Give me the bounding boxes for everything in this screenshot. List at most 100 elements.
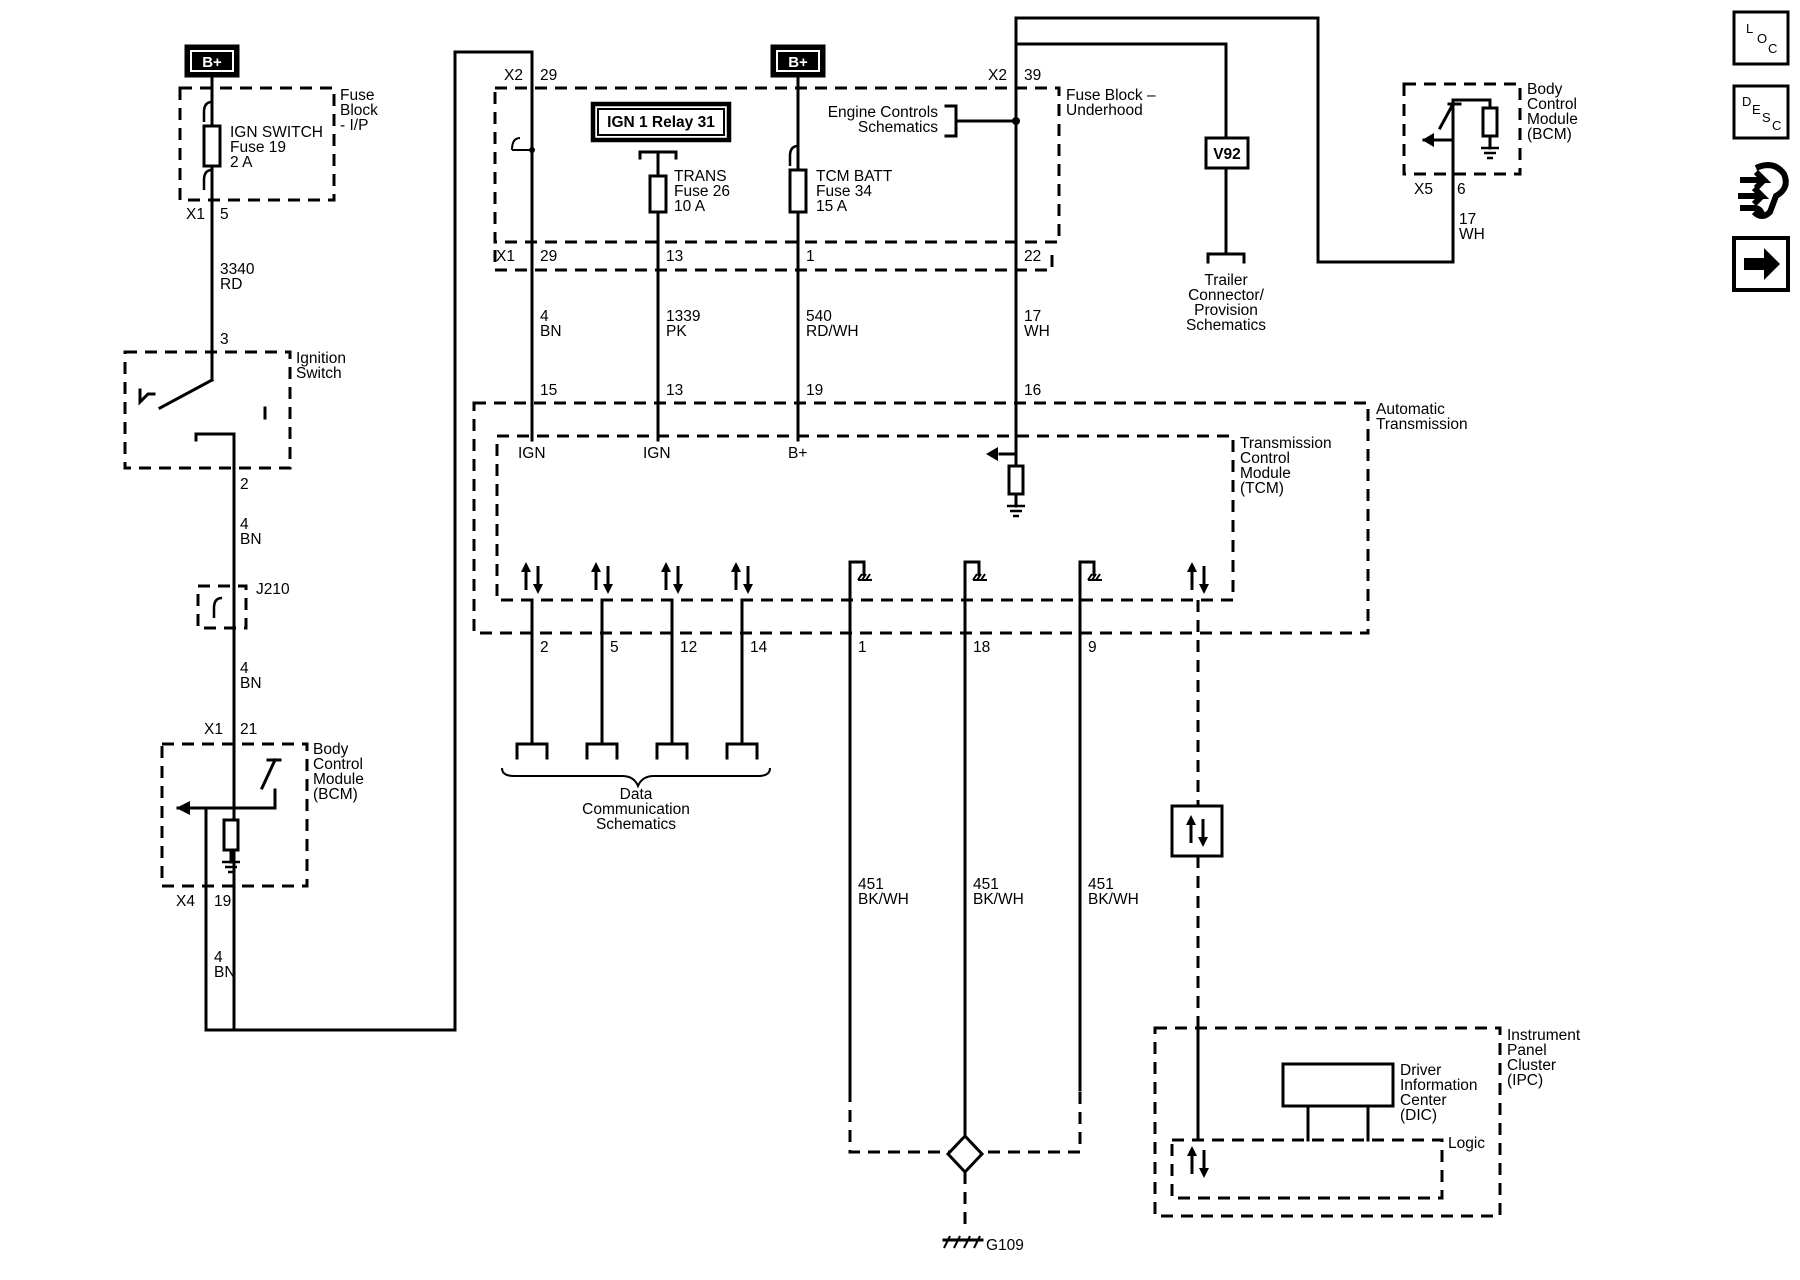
- bcm-right-label-3: Module: [1527, 111, 1578, 128]
- ground-hatch-9-icon: [1078, 560, 1104, 582]
- wire-3340-color: RD: [220, 276, 242, 293]
- trailer-label-2: Connector/: [1188, 287, 1265, 304]
- ign-switch-fuse-name: IGN SWITCH: [230, 124, 323, 141]
- ipc-label-2: Panel: [1507, 1042, 1547, 1059]
- bcm-left-label-2: Control: [313, 756, 363, 773]
- trans-fuse-icon: [648, 174, 668, 214]
- fuse-block-ip: [178, 86, 336, 202]
- bcm-left-box: [160, 742, 309, 888]
- engine-controls-label-2: Schematics: [858, 119, 938, 136]
- fuse-block-ip-label-2: Block: [340, 102, 378, 119]
- fusible-link-icon: [511, 137, 535, 153]
- ignition-switch-label-2: Switch: [296, 365, 342, 382]
- tcm-label-4: (TCM): [1240, 480, 1284, 497]
- fuse-block-ip-label-1: Fuse: [340, 87, 374, 104]
- automatic-transmission-box: [472, 401, 1370, 635]
- ignition-switch-icon: [138, 377, 267, 470]
- ground-pin-18: 18: [973, 639, 990, 656]
- tcm-batt-fuse-icon: [788, 168, 808, 214]
- dic-label-4: (DIC): [1400, 1107, 1437, 1124]
- ground-wire-2-number: 451: [973, 876, 999, 893]
- trans-fuse-number: Fuse 26: [674, 183, 730, 200]
- g109-label: G109: [986, 1237, 1024, 1254]
- g109-ground-icon: [942, 1235, 984, 1249]
- pin-2: 2: [240, 476, 249, 493]
- logic-label: Logic: [1448, 1135, 1485, 1152]
- ign-switch-fuse-rating: 2 A: [230, 154, 253, 171]
- ground-wire-2-color: BK/WH: [973, 891, 1024, 908]
- wire-4bn-a-number: 4: [240, 516, 249, 533]
- ipc-label-3: Cluster: [1507, 1057, 1556, 1074]
- bcm-left-internal-icon: [176, 742, 282, 874]
- wire-1339-color: PK: [666, 323, 687, 340]
- fuse-block-underhood-label-1: Fuse Block –: [1066, 87, 1156, 104]
- tcm-terminal-ign-1: IGN: [518, 445, 546, 462]
- ground-hatch-1-icon: [848, 560, 874, 582]
- ipc-label-1: Instrument: [1507, 1027, 1581, 1044]
- tcm-pin-19: 19: [806, 382, 823, 399]
- x4-connector: X4: [176, 893, 195, 910]
- wire-540-color: RD/WH: [806, 323, 859, 340]
- dic-label-3: Center: [1400, 1092, 1447, 1109]
- ipc-box: [1153, 1026, 1502, 1218]
- trailer-label-4: Schematics: [1186, 317, 1266, 334]
- pin-1-bottom: 1: [806, 248, 815, 265]
- pin-5: 5: [220, 206, 229, 223]
- bcm-right-label-4: (BCM): [1527, 126, 1572, 143]
- trans-fuse-relay-feed: [638, 150, 678, 178]
- desc-letter-d: D: [1742, 94, 1751, 109]
- ground-wire-1-number: 451: [858, 876, 884, 893]
- tcm-box: [495, 434, 1235, 602]
- tcm-pin-15: 15: [540, 382, 557, 399]
- j210-label: J210: [256, 581, 290, 598]
- pin-29-top: 29: [540, 67, 557, 84]
- wire-17wh-top-number: 17: [1459, 211, 1476, 228]
- automatic-transmission-label-1: Automatic: [1376, 401, 1445, 418]
- desc-letter-s: S: [1762, 110, 1771, 125]
- dic-label-1: Driver: [1400, 1062, 1441, 1079]
- pin-13-bottom: 13: [666, 248, 683, 265]
- x2-connector-left: X2: [504, 67, 523, 84]
- pin-3: 3: [220, 331, 229, 348]
- trans-fuse-rating: 10 A: [674, 198, 706, 215]
- loc-button[interactable]: L O C: [1732, 10, 1790, 66]
- fuse-block-underhood-label-2: Underhood: [1066, 102, 1143, 119]
- service-wrench-icon[interactable]: [1738, 162, 1789, 219]
- ignition-switch-label-1: Ignition: [296, 350, 346, 367]
- desc-letter-c: C: [1772, 118, 1781, 133]
- wire-17-number: 17: [1024, 308, 1041, 325]
- wire-4bn-b-number: 4: [240, 660, 249, 677]
- wire-4-number: 4: [540, 308, 549, 325]
- wire-4bn-b-color: BN: [240, 675, 262, 692]
- data-arrows-12-icon: [659, 560, 685, 596]
- pin-22-bottom: 22: [1024, 248, 1041, 265]
- desc-button[interactable]: D E S C: [1732, 84, 1790, 140]
- x1-connector-left: X1: [186, 206, 205, 223]
- bcm-right-label-2: Control: [1527, 96, 1577, 113]
- tcm-terminal-bplus: B+: [788, 445, 807, 462]
- x2-connector-right: X2: [988, 67, 1007, 84]
- bplus-top: B+: [770, 44, 826, 78]
- data-comm-label-2: Communication: [582, 801, 690, 818]
- data-pin-12: 12: [680, 639, 697, 656]
- ground-wire-3-number: 451: [1088, 876, 1114, 893]
- j210-splice: [196, 584, 248, 630]
- tcm-pin-16: 16: [1024, 382, 1041, 399]
- tcm-batt-fuse-rating: 15 A: [816, 198, 848, 215]
- ign-switch-fuse-icon: [202, 124, 222, 168]
- fuse-block-ip-label-3: - I/P: [340, 117, 368, 134]
- pin-21: 21: [240, 721, 257, 738]
- x5-connector: X5: [1414, 181, 1433, 198]
- next-page-button[interactable]: [1732, 236, 1790, 292]
- trailer-label-3: Provision: [1194, 302, 1258, 319]
- bcm-left-label-1: Body: [313, 741, 349, 758]
- data-arrows-ipc-icon: [1185, 560, 1211, 596]
- loc-letter-o: O: [1757, 31, 1767, 46]
- v92-box: [1204, 136, 1250, 170]
- tcm-terminal-ign-2: IGN: [643, 445, 671, 462]
- bcm-right-internal-icon: [1422, 98, 1501, 160]
- dic-label-2: Information: [1400, 1077, 1478, 1094]
- data-comm-label-3: Schematics: [596, 816, 676, 833]
- tcm-ground-sense-icon: [986, 447, 1027, 518]
